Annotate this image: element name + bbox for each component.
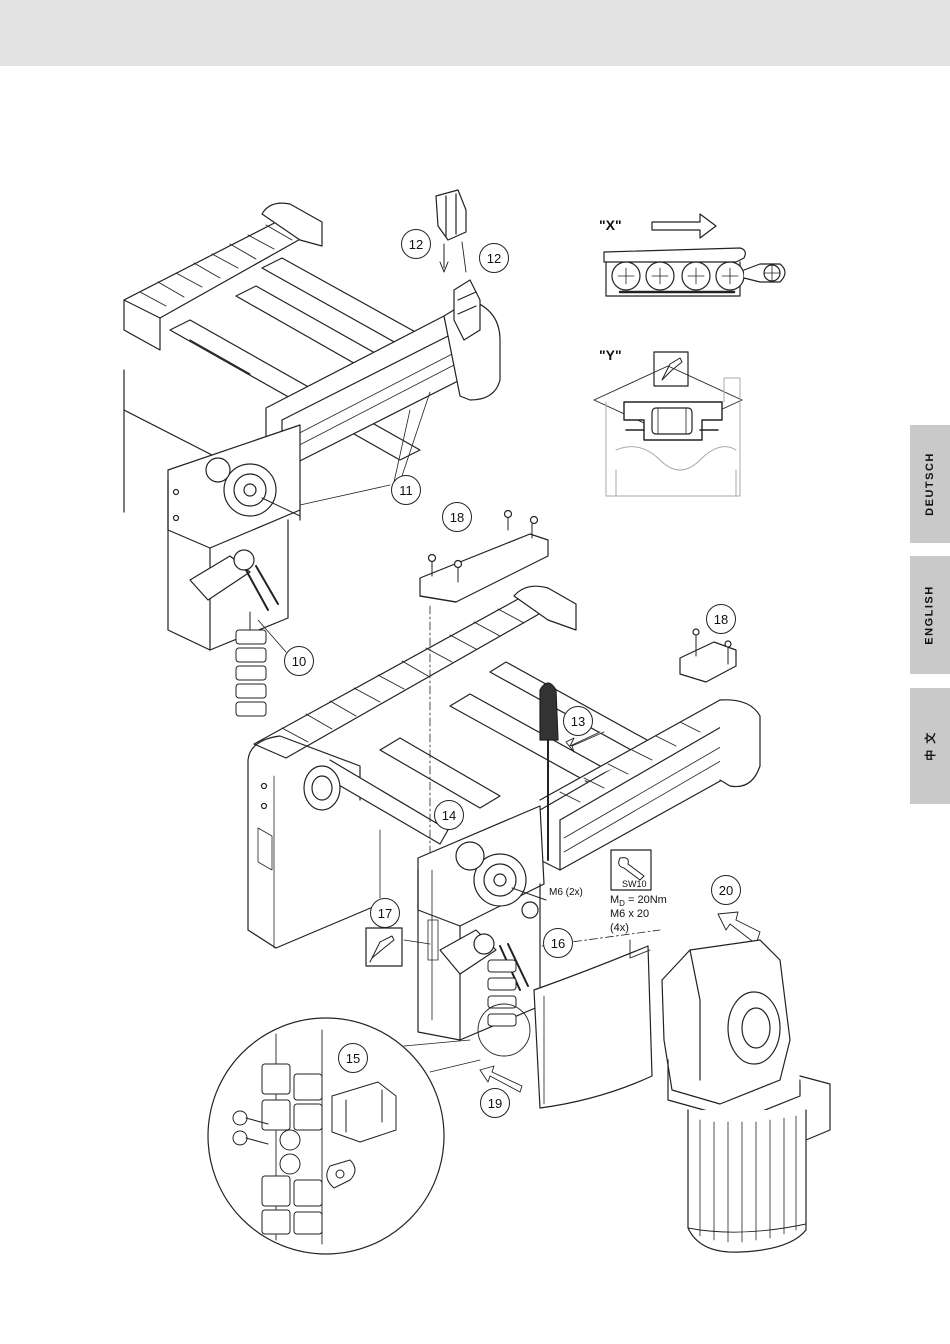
tab-label: ENGLISH <box>924 585 936 644</box>
callout-10: 10 <box>284 646 314 676</box>
view-y-label: "Y" <box>599 347 622 363</box>
grease-gun-icon <box>366 928 402 966</box>
gear-motor <box>662 940 830 1252</box>
callout-14: 14 <box>434 800 464 830</box>
tab-english[interactable]: ENGLISH <box>910 556 950 674</box>
detail-y <box>594 352 742 496</box>
callout-17: 17 <box>370 898 400 928</box>
callout-15: 15 <box>338 1043 368 1073</box>
tab-chinese[interactable]: 中 文 <box>910 688 950 804</box>
m6-2x-label: M6 (2x) <box>549 887 583 899</box>
tab-label: 中 文 <box>922 731 938 761</box>
callout-13: 13 <box>563 706 593 736</box>
callout-18a: 18 <box>442 502 472 532</box>
tab-label: DEUTSCH <box>924 452 936 516</box>
callout-11: 11 <box>391 475 421 505</box>
screw-spec-label: M6 x 20 <box>610 908 649 920</box>
view-x-label: "X" <box>599 217 622 233</box>
callout-20: 20 <box>711 875 741 905</box>
callout-16: 16 <box>543 928 573 958</box>
callout-12a: 12 <box>401 229 431 259</box>
screw-qty-label: (4x) <box>610 922 629 934</box>
callout-19: 19 <box>480 1088 510 1118</box>
tab-deutsch[interactable]: DEUTSCH <box>910 425 950 543</box>
upper-conveyor <box>124 190 500 716</box>
callout-18b: 18 <box>706 604 736 634</box>
callout-12b: 12 <box>479 243 509 273</box>
detail-x <box>604 214 785 296</box>
wrench-size-label: SW10 <box>622 878 647 890</box>
